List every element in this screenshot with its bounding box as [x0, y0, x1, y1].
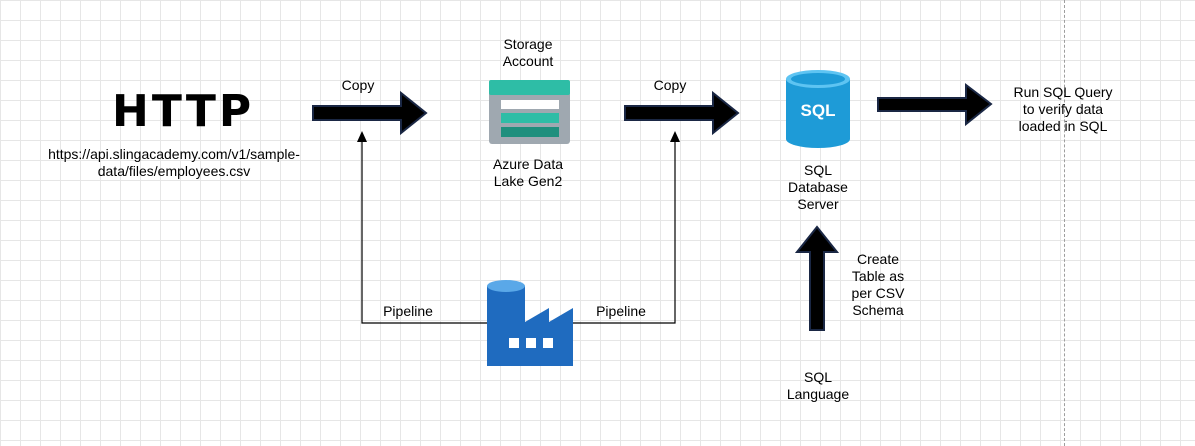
- storage-name-line2: Lake Gen2: [493, 173, 563, 189]
- source-url-line1: https://api.slingacademy.com/v1/sample-: [48, 146, 300, 162]
- storage-name: Azure Data Lake Gen2: [478, 156, 578, 190]
- storage-title-line1: Storage: [503, 36, 553, 52]
- http-logo: HTTP: [112, 86, 255, 137]
- sql-server-label: SQL Database Server: [768, 162, 868, 213]
- pipeline-connector-right: [572, 140, 676, 324]
- verify-arrow: [877, 82, 993, 127]
- sql-language-line2: Language: [786, 386, 850, 402]
- storage-title-line2: Account: [502, 53, 554, 69]
- create-table-line1: Create: [856, 251, 900, 267]
- verify-line1: Run SQL Query: [1013, 84, 1113, 100]
- sql-server-line1: SQL: [803, 162, 832, 178]
- azure-data-factory-icon: [487, 280, 573, 366]
- pipeline-label-right: Pipeline: [596, 303, 646, 319]
- verify-line2: to verify data: [1022, 101, 1104, 117]
- create-table-arrow: [794, 225, 840, 331]
- sql-icon-text: SQL: [801, 101, 836, 120]
- storage-name-line1: Azure Data: [492, 156, 564, 172]
- pipeline-arrowhead-left: [357, 131, 367, 142]
- copy-arrow-2: [624, 90, 740, 136]
- azure-data-lake-storage-icon: [489, 80, 570, 144]
- sql-language-label: SQL Language: [768, 369, 868, 403]
- pipeline-label-left: Pipeline: [383, 303, 433, 319]
- pipeline-arrowhead-right: [670, 131, 680, 142]
- verify-line3: loaded in SQL: [1018, 118, 1108, 134]
- sql-language-line1: SQL: [803, 369, 832, 385]
- verify-label: Run SQL Query to verify data loaded in S…: [1003, 84, 1123, 135]
- copy-label-2: Copy: [653, 77, 687, 93]
- sql-server-line2: Database: [788, 179, 848, 195]
- source-url: https://api.slingacademy.com/v1/sample- …: [24, 146, 324, 180]
- sql-database-icon: SQL: [786, 70, 850, 148]
- create-table-line4: Schema: [852, 302, 904, 318]
- dashed-divider: [1064, 0, 1065, 446]
- storage-title: Storage Account: [478, 36, 578, 70]
- sql-server-line3: Server: [797, 196, 839, 212]
- create-table-line3: per CSV: [851, 285, 905, 301]
- copy-label-1: Copy: [341, 77, 375, 93]
- create-table-label: Create Table as per CSV Schema: [838, 251, 918, 319]
- copy-arrow-1: [312, 90, 428, 136]
- source-url-line2: data/files/employees.csv: [97, 163, 251, 179]
- pipeline-connector-left: [361, 140, 487, 324]
- create-table-line2: Table as: [851, 268, 905, 284]
